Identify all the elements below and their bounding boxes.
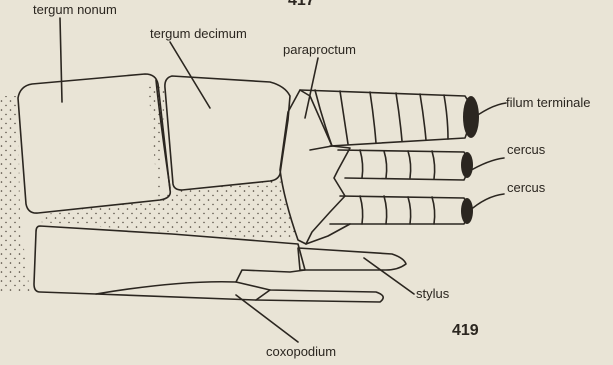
label-cercus-upper: cercus: [507, 142, 545, 157]
label-filum-terminale: filum terminale: [506, 95, 591, 110]
cercus-lower-tip: [461, 198, 473, 224]
filum-terminale-tip: [463, 96, 479, 138]
cercus-upper-appendage: [338, 150, 468, 180]
figure-number-bottom: 419: [452, 322, 479, 340]
tergum-nonum-plate: [18, 74, 170, 213]
coxopodium-plate: [34, 226, 383, 302]
label-stylus: stylus: [416, 286, 449, 301]
tergum-decimum-plate: [165, 76, 290, 190]
label-tergum-decimum: tergum decimum: [150, 26, 247, 41]
label-paraproctum: paraproctum: [283, 42, 356, 57]
figure-number-top: 417: [288, 0, 315, 10]
cercus-upper-tip: [461, 152, 473, 178]
stylus-structure: [298, 248, 406, 270]
label-coxopodium: coxopodium: [266, 344, 336, 359]
label-tergum-nonum: tergum nonum: [33, 2, 117, 17]
cercus-lower-appendage: [330, 196, 468, 224]
filum-terminale-appendage: [300, 90, 471, 146]
membrane-middle: [38, 84, 298, 240]
label-cercus-lower: cercus: [507, 180, 545, 195]
